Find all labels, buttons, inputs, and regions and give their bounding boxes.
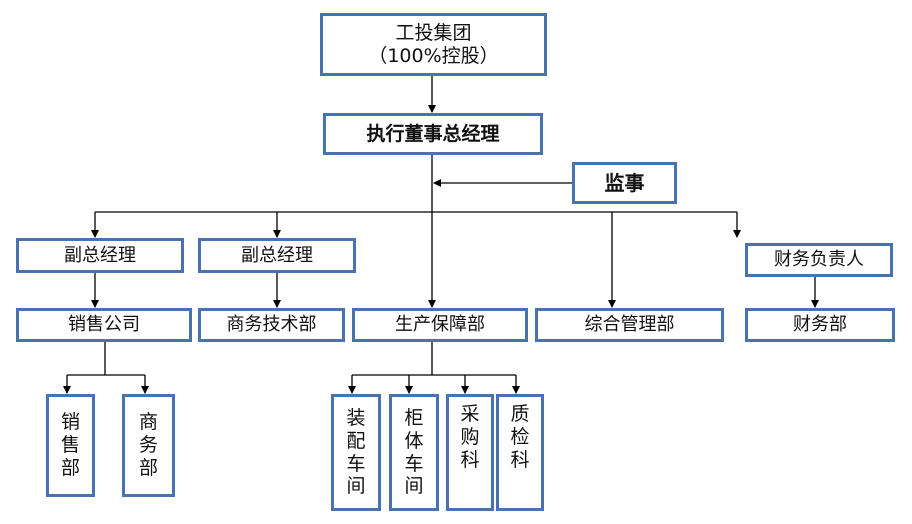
business-tech-label: 商务技术部 [226, 314, 317, 336]
cabinet-char-1: 柜 [404, 406, 424, 429]
assembly-char-3: 车 [346, 452, 366, 475]
node-business-tech: 商务技术部 [198, 308, 345, 342]
node-finance-head: 财务负责人 [745, 243, 893, 277]
node-assembly-workshop: 装 配 车 间 [331, 394, 381, 511]
quality-char-1: 质 [510, 403, 530, 425]
node-finance-dept: 财务部 [745, 308, 895, 342]
finance-dept-label: 财务部 [793, 314, 847, 336]
assembly-char-2: 配 [346, 429, 366, 452]
sales-dept-char-2: 售 [60, 434, 80, 457]
node-purchase-section: 采 购 科 [446, 394, 494, 511]
quality-char-2: 检 [510, 425, 530, 448]
vice-gm-1-label: 副总经理 [64, 244, 136, 266]
node-production: 生产保障部 [352, 308, 528, 342]
node-root-group: 工投集团 （100%控股） [320, 13, 547, 76]
node-commerce-dept: 商 务 部 [122, 394, 175, 497]
cabinet-char-4: 间 [404, 475, 424, 498]
sales-dept-char-1: 销 [60, 411, 80, 434]
node-executive-director: 执行董事总经理 [323, 113, 543, 155]
finance-head-label: 财务负责人 [774, 249, 864, 271]
commerce-dept-char-3: 部 [138, 456, 158, 479]
vice-gm-2-label: 副总经理 [241, 244, 313, 266]
production-label: 生产保障部 [395, 314, 485, 336]
node-sales-dept: 销 售 部 [46, 394, 95, 497]
root-title: 工投集团 [395, 21, 472, 44]
sales-dept-char-3: 部 [60, 456, 80, 479]
supervisor-label: 监事 [604, 171, 645, 195]
node-quality-section: 质 检 科 [496, 394, 544, 511]
quality-char-3: 科 [510, 448, 530, 471]
node-cabinet-workshop: 柜 体 车 间 [389, 394, 439, 511]
purchase-char-2: 购 [460, 425, 480, 448]
cabinet-char-2: 体 [404, 429, 424, 452]
commerce-dept-char-1: 商 [138, 411, 158, 434]
general-mgmt-label: 综合管理部 [584, 314, 675, 336]
sales-company-label: 销售公司 [68, 314, 140, 336]
commerce-dept-char-2: 务 [138, 434, 158, 457]
node-sales-company: 销售公司 [16, 308, 192, 342]
node-supervisor: 监事 [572, 162, 677, 204]
node-vice-gm-1: 副总经理 [16, 238, 184, 273]
node-vice-gm-2: 副总经理 [198, 238, 356, 273]
purchase-char-1: 采 [460, 403, 480, 425]
root-subtitle: （100%控股） [368, 44, 499, 67]
purchase-char-3: 科 [460, 448, 480, 471]
executive-director-label: 执行董事总经理 [366, 122, 500, 145]
assembly-char-1: 装 [346, 406, 366, 429]
node-general-mgmt: 综合管理部 [535, 308, 724, 342]
assembly-char-4: 间 [346, 475, 366, 498]
cabinet-char-3: 车 [404, 452, 424, 475]
